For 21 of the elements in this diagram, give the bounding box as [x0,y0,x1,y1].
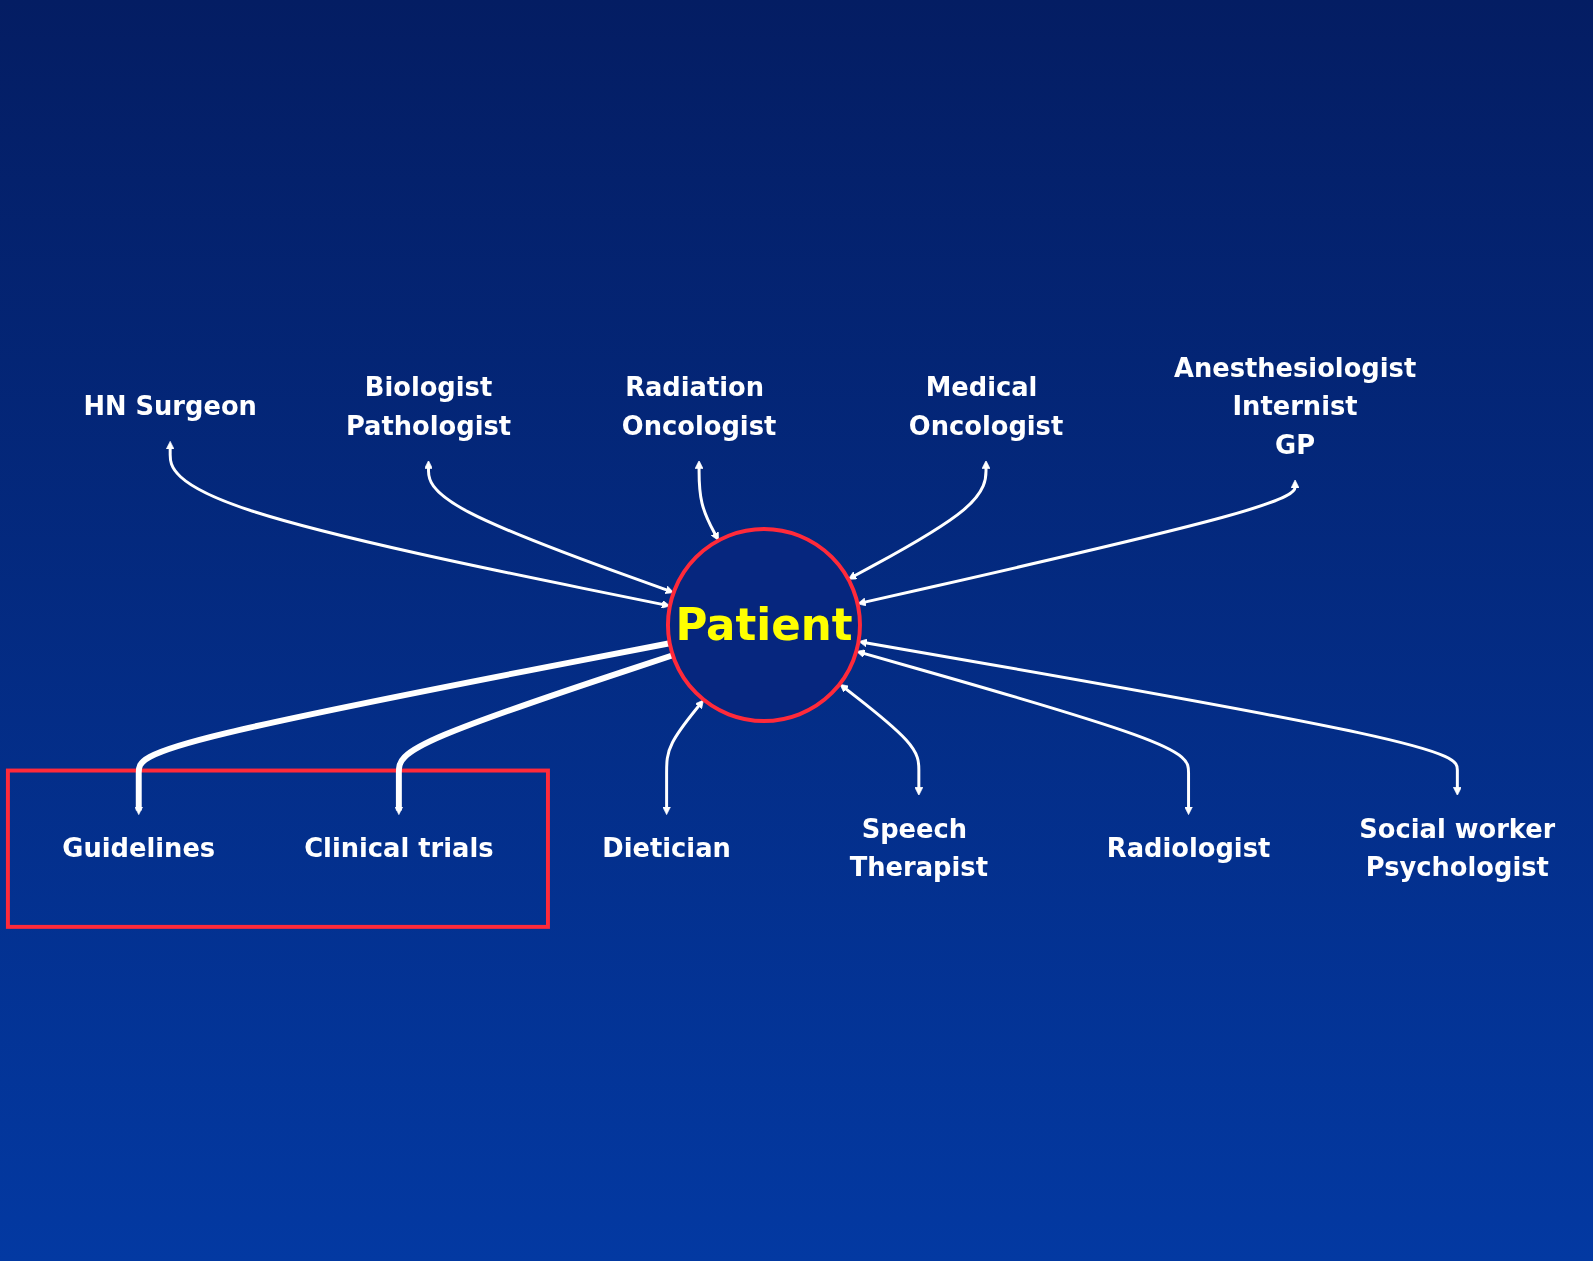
node-text: Medical Oncologist [908,372,1064,441]
node-text: Speech Therapist [849,814,988,883]
arrow [662,699,704,815]
node-text: Social worker Psychologist [1359,814,1556,883]
cluster [5,768,550,929]
node-text: Clinical trials [304,833,494,864]
arrow [839,683,924,796]
arrow [694,460,719,541]
node-text: Radiologist [1106,833,1271,864]
arrow [856,649,1193,815]
node-text: Anesthesiologist Internist GP [1174,352,1417,460]
node-circle: Patient [666,527,862,724]
node-text: Dietician [602,833,731,864]
arrow [847,460,991,580]
node-text: Guidelines [62,833,216,864]
node-text: HN Surgeon [83,391,257,422]
node-text: Radiation Oncologist [621,372,777,441]
arrow [394,652,674,815]
arrow [857,479,1300,607]
arrow [858,638,1462,796]
node-text: Biologist Pathologist [345,372,512,441]
